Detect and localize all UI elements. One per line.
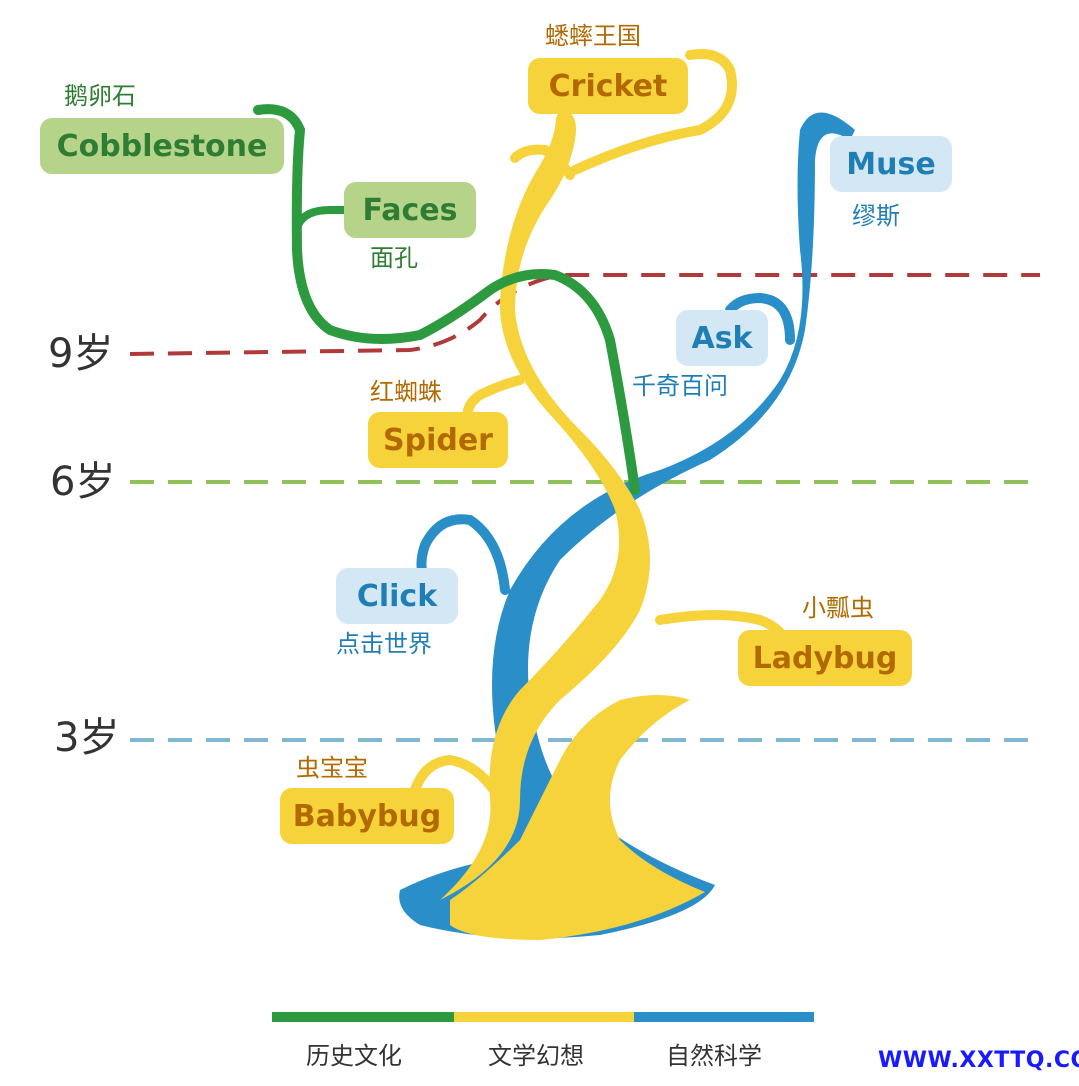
legend-label-science: 自然科学 [666, 1042, 762, 1070]
cobblestone-box: Cobblestone [40, 118, 284, 174]
legend-bar-science [634, 1012, 814, 1022]
legend-label-literature: 文学幻想 [488, 1042, 584, 1070]
legend-label-history: 历史文化 [306, 1042, 402, 1070]
click-cn: 点击世界 [336, 630, 432, 658]
literature-branch-cricket [570, 49, 737, 175]
muse-box: Muse [830, 136, 952, 192]
ask-cn: 千奇百问 [632, 372, 728, 400]
age-line-9 [129, 273, 1040, 356]
science-branch-ask [725, 292, 795, 345]
faces-box: Faces [344, 182, 476, 238]
legend-bar-literature [454, 1012, 634, 1022]
babybug-box: Babybug [280, 788, 454, 844]
literature-branch-babybug [410, 754, 505, 805]
age-label-9: 9岁 [48, 331, 114, 377]
ladybug-cn: 小瓢虫 [802, 594, 874, 622]
age-label-6: 6岁 [50, 459, 116, 505]
cricket-cn: 蟋蟀王国 [545, 22, 641, 50]
ask-box: Ask [676, 310, 768, 366]
click-box: Click [336, 568, 458, 624]
age-label-3: 3岁 [54, 715, 120, 761]
muse-cn: 缪斯 [852, 202, 900, 230]
history-branch-faces [294, 206, 354, 229]
cobblestone-cn: 鹅卵石 [64, 82, 136, 110]
ladybug-box: Ladybug [738, 630, 912, 686]
literature-base [450, 695, 705, 940]
spider-box: Spider [368, 412, 508, 468]
faces-cn: 面孔 [370, 244, 418, 272]
science-branch-click [416, 514, 510, 595]
literature-branch-spider [462, 375, 525, 425]
spider-cn: 红蜘蛛 [370, 378, 442, 406]
literature-branch-cricket-tip [510, 144, 575, 180]
history-trunk [253, 104, 640, 495]
cricket-box: Cricket [528, 58, 688, 114]
babybug-cn: 虫宝宝 [296, 754, 368, 782]
legend-bar-history [272, 1012, 454, 1022]
watermark: WWW.XXTTQ.COM [878, 1048, 1079, 1073]
